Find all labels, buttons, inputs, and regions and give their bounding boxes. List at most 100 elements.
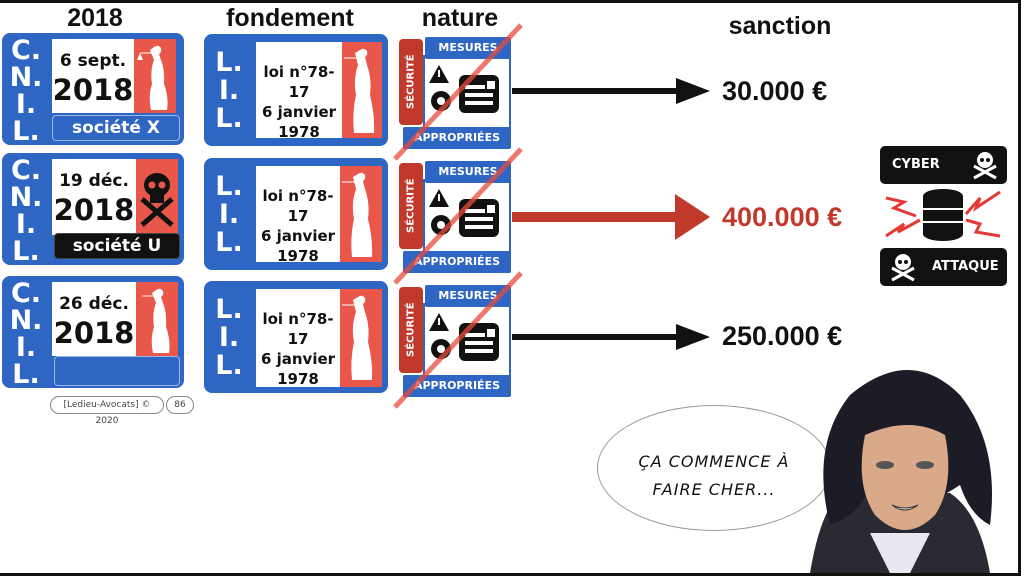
document-lock-icon [459,323,499,361]
law-line: 1978 [277,247,319,265]
decision-date: 19 déc. [59,171,129,191]
letter: L. [215,170,243,202]
law-line: 6 janvier [260,227,336,245]
letter: L. [12,359,40,390]
strikethrough-line [393,147,523,285]
cyber-label: CYBER [892,157,940,172]
letter: L. [215,46,243,78]
law-line: loi n°78-17 [262,187,334,225]
appropriate-label: APPROPRIÉES [403,251,511,273]
skull-crossbones-icon [973,152,997,180]
law-line: 1978 [278,123,320,141]
lil-card: L. I. L. loi n°78-17 6 janvier 1978 [204,158,388,270]
decision-date: 26 déc. [59,294,129,314]
copyright-label: [Ledieu-Avocats] © 2020 [50,396,164,426]
company-label: société X [52,115,180,141]
warning-icon [429,313,449,331]
date-panel: 6 sept. 2018 [52,39,134,113]
cyber-bar: CYBER [880,146,1007,184]
nature-badge: SÉCURITÉ MESURES APPROPRIÉES [393,271,523,409]
arrow-icon [512,194,710,240]
appropriate-label: APPROPRIÉES [403,127,511,149]
measures-label: MESURES [425,161,511,183]
nature-badge: SÉCURITÉ MESURES APPROPRIÉES [393,23,523,161]
justice-statue-icon [136,282,178,356]
law-line: 6 janvier [261,103,337,121]
justice-statue-icon [340,289,382,387]
sanction-amount: 30.000 € [722,76,828,106]
decision-year: 2018 [52,73,134,107]
company-label: société U [54,233,180,259]
letter: I. [218,198,240,230]
letter: N. [9,182,43,213]
attack-label: ATTAQUE [932,259,999,274]
date-panel: 19 déc. 2018 [52,159,136,235]
justice-statue-icon [340,166,382,262]
letter: N. [9,305,43,336]
law-line: 1978 [277,370,319,388]
header-basis: fondement [226,4,354,32]
database-attack-icon [885,189,1001,241]
speech-line: FAIRE CHER... [652,480,776,499]
lawyer-character-illustration [810,370,992,573]
justice-statue-icon [134,39,176,113]
cnil-card: C. N. I. L. 6 sept. 2018 société X [2,33,184,145]
nature-badge: SÉCURITÉ MESURES APPROPRIÉES [393,147,523,285]
letter: I. [218,74,240,106]
cnil-card: C. N. I. L. 26 déc. 2018 [2,276,184,388]
law-reference: loi n°78-17 6 janvier 1978 [256,62,342,142]
letter: I. [15,89,37,120]
law-line: 6 janvier [260,350,336,368]
letter: C. [10,155,42,186]
law-panel: loi n°78-17 6 janvier 1978 [256,289,340,389]
warning-icon [429,189,449,207]
letter: L. [215,293,243,325]
letter: N. [9,62,43,93]
letter: L. [215,349,243,381]
cnil-letters: C. N. I. L. [2,153,50,265]
law-reference: loi n°78-17 6 janvier 1978 [256,309,340,389]
lil-letters: L. I. L. [204,34,254,146]
decision-year: 2018 [53,193,135,227]
header-sanction: sanction [728,12,832,40]
letter: I. [15,332,37,363]
header-year: 2018 [67,4,123,32]
justice-statue-icon [342,42,382,138]
letter: C. [10,35,42,66]
cyber-attack-badge: CYBER ATTAQUE [880,146,1007,286]
letter: L. [215,102,243,134]
speech-line: ÇA COMMENCE À [638,452,790,471]
header-nature: nature [421,4,499,32]
cnil-letters: C. N. I. L. [2,276,50,388]
arrow-icon [512,324,710,350]
letter: L. [215,226,243,258]
law-reference: loi n°78-17 6 janvier 1978 [256,186,340,266]
arrow-icon [512,78,710,104]
speech-bubble: ÇA COMMENCE À FAIRE CHER... [597,405,831,531]
measures-label: MESURES [425,285,511,307]
cnil-card: C. N. I. L. 19 déc. 2018 société U [2,153,184,265]
letter: L. [12,116,40,147]
lil-letters: L. I. L. [204,158,254,270]
lil-card: L. I. L. loi n°78-17 6 janvier 1978 [204,34,388,146]
law-panel: loi n°78-17 6 janvier 1978 [256,166,340,265]
cnil-letters: C. N. I. L. [2,33,50,145]
decision-year: 2018 [53,316,135,350]
lil-card: L. I. L. loi n°78-17 6 janvier 1978 [204,281,388,393]
document-lock-icon [459,75,499,113]
date-panel: 26 déc. 2018 [52,282,136,356]
decision-date: 6 sept. [59,51,127,71]
letter: I. [15,209,37,240]
sanction-amount: 400.000 € [722,202,843,232]
law-line: loi n°78-17 [262,310,334,348]
lil-letters: L. I. L. [204,281,254,393]
skull-crossbones-icon [136,159,178,235]
warning-icon [429,65,449,83]
sanction-amount: 250.000 € [722,321,843,351]
strikethrough-line [393,271,523,409]
letter: I. [218,321,240,353]
page-number: 86 [166,396,194,414]
appropriate-label: APPROPRIÉES [403,375,511,397]
attack-bar: ATTAQUE [880,248,1007,286]
